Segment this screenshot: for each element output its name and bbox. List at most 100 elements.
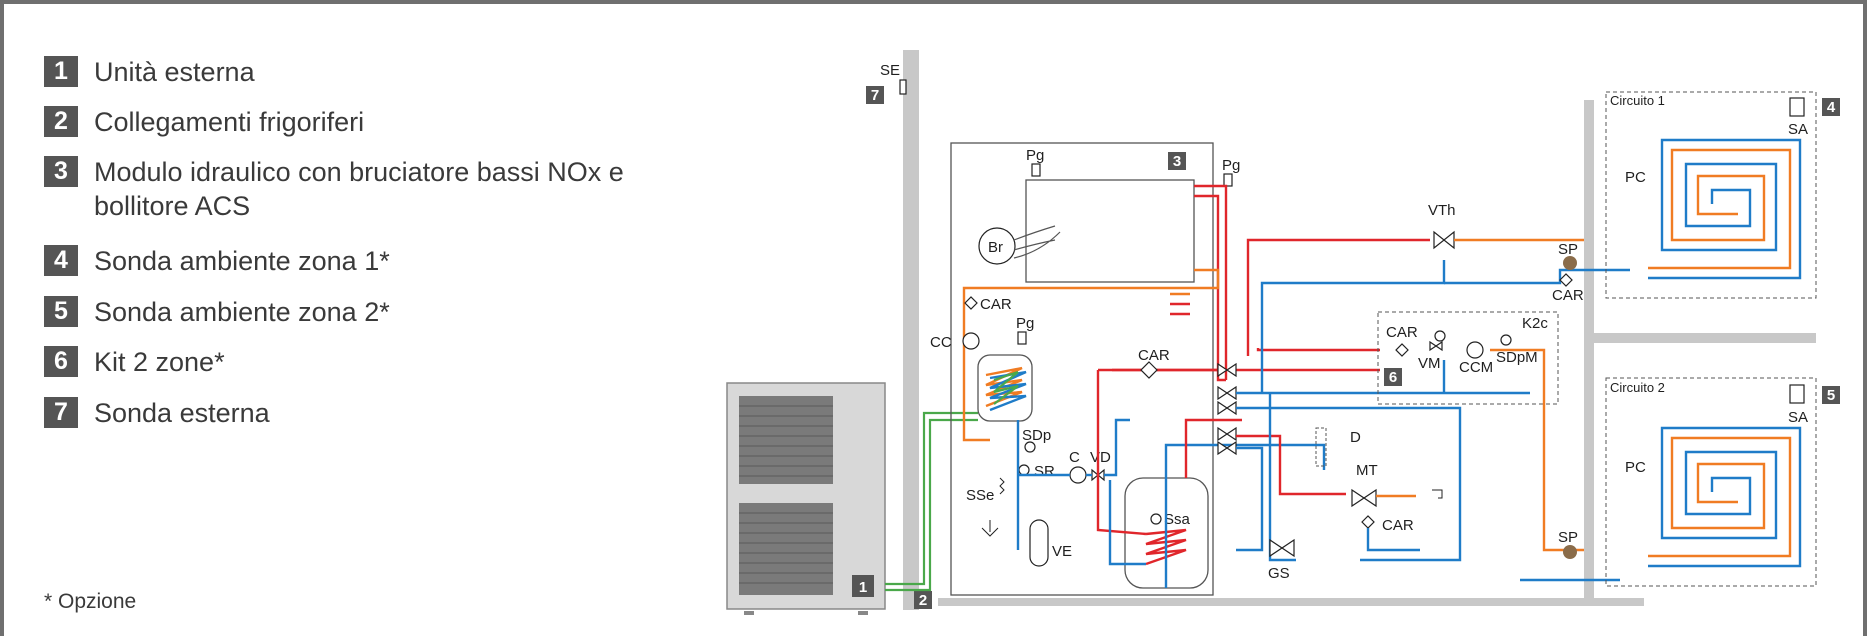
- sensor-icon: [1018, 464, 1030, 476]
- return-pipe: [1268, 392, 1296, 562]
- floor-heating-coil-1: [1648, 138, 1802, 280]
- check-valve-icon: [1395, 343, 1409, 357]
- flow-pipe: [1194, 184, 1228, 380]
- marker-2-text: 2: [919, 592, 927, 609]
- legend-item-4: 4 Sonda ambiente zona 1*: [44, 245, 390, 279]
- legend-text: Sonda ambiente zona 2*: [94, 297, 390, 327]
- label-car-2: CAR: [1138, 347, 1170, 364]
- room-sensor-icon: [1789, 384, 1805, 404]
- refrigerant-line: [885, 418, 978, 592]
- marker-6: [1384, 368, 1402, 386]
- floor-line: [938, 598, 1644, 606]
- label-pg: Pg: [1026, 147, 1044, 164]
- exchanger-coil: [989, 370, 1027, 412]
- marker-5-text: 5: [1827, 387, 1835, 404]
- label-sse: SSe: [966, 487, 994, 504]
- safety-valve-icon: [999, 477, 1005, 495]
- marker-3: [1168, 152, 1186, 170]
- check-valve-icon: [1140, 361, 1158, 379]
- label-pg-3: Pg: [1016, 315, 1034, 332]
- burner-fan-icon: [978, 227, 1016, 265]
- outdoor-probe-icon: [899, 79, 907, 95]
- sensor-sp: [1563, 256, 1577, 270]
- label-sr: SR: [1034, 463, 1055, 480]
- marker-5: [1822, 386, 1840, 404]
- label-pc: PC: [1625, 169, 1646, 186]
- legend-item-1: 1 Unità esterna: [44, 56, 255, 90]
- legend-item-3: 3 Modulo idraulico con bruciatore bassi …: [44, 156, 624, 224]
- legend-item-7: 7 Sonda esterna: [44, 397, 270, 431]
- pressure-gauge-icon: [1031, 163, 1041, 177]
- pump-icon: [962, 332, 980, 350]
- marker-4: [1822, 98, 1840, 116]
- kit-2-zone-box: [1377, 311, 1559, 405]
- flow-pipe: [1096, 370, 1147, 536]
- return-pipe: [1236, 446, 1264, 552]
- check-valve-icon: [1559, 273, 1573, 287]
- legend-text-group: Modulo idraulico con bruciatore bassi NO…: [78, 156, 624, 224]
- label-sa-2: SA: [1788, 409, 1808, 426]
- flow-pipe: [1246, 238, 1430, 356]
- flame-icon: [1013, 225, 1061, 259]
- drain-icon: [981, 520, 999, 537]
- pump-icon: [1069, 466, 1087, 484]
- marker-4-text: 4: [1827, 99, 1836, 116]
- label-car-5: CAR: [1382, 517, 1414, 534]
- check-valve-icon: [964, 296, 978, 310]
- label-car: CAR: [980, 296, 1012, 313]
- legend-number: 1: [44, 56, 78, 87]
- return-pipe: [1236, 406, 1462, 562]
- label-sdp: SDp: [1022, 427, 1051, 444]
- isolation-valves: [1217, 362, 1237, 456]
- label-sa: SA: [1788, 121, 1808, 138]
- tap-icon: [1432, 489, 1443, 499]
- circuit-1-title: Circuito 1: [1610, 93, 1665, 108]
- exchanger-coil: [993, 370, 1019, 405]
- thermostatic-valve-icon: [1433, 230, 1455, 250]
- exchanger-coil: [985, 366, 1023, 408]
- mixing-valve-icon: [1429, 340, 1443, 352]
- floor-separator: [1594, 333, 1816, 343]
- label-car-4: CAR: [1386, 324, 1418, 341]
- legend-text: Unità esterna: [94, 57, 255, 87]
- label-vm: VM: [1418, 355, 1441, 372]
- marker-6-text: 6: [1389, 369, 1397, 386]
- flow-pipe: [1256, 348, 1380, 352]
- label-br: Br: [988, 239, 1003, 256]
- interior-wall: [1584, 100, 1594, 606]
- label-k2c: K2c: [1522, 315, 1548, 332]
- legend-item-6: 6 Kit 2 zone*: [44, 346, 225, 380]
- marker-1-text: 1: [859, 579, 867, 596]
- heat-exchanger: [1025, 179, 1195, 283]
- legend-number: 5: [44, 296, 78, 327]
- floor-heating-coil-2: [1648, 426, 1802, 568]
- pressure-gauge-icon: [1017, 331, 1027, 345]
- room-sensor-icon: [1789, 97, 1805, 117]
- option-note: * Opzione: [44, 590, 137, 613]
- label-gs: GS: [1268, 565, 1290, 582]
- legend-item-5: 5 Sonda ambiente zona 2*: [44, 296, 390, 330]
- legend-number: 6: [44, 346, 78, 377]
- sensor-icon: [1500, 334, 1512, 346]
- valve-motor-icon: [1434, 330, 1446, 342]
- label-c: C: [1069, 449, 1080, 466]
- cold-water-pipe: [1366, 528, 1420, 552]
- legend-number: 4: [44, 245, 78, 276]
- legend-number: 3: [44, 156, 78, 187]
- exterior-wall: [903, 50, 919, 610]
- return-pipe: [1260, 260, 1446, 393]
- label-ve: VE: [1052, 543, 1072, 560]
- thermostatic-mixer-icon: [1351, 488, 1377, 508]
- tank-coil: [1145, 528, 1187, 566]
- sensor-sp-2: [1563, 545, 1577, 559]
- return-pipe: [1108, 480, 1146, 566]
- circuit-pipe: [1490, 348, 1584, 552]
- label-vd: VD: [1090, 449, 1111, 466]
- safety-group-icon: [1269, 538, 1295, 558]
- label-mt: MT: [1356, 462, 1378, 479]
- label-cc: CC: [930, 334, 952, 351]
- label-sp: SP: [1558, 241, 1578, 258]
- outdoor-unit: [726, 382, 886, 615]
- label-sp-2: SP: [1558, 529, 1578, 546]
